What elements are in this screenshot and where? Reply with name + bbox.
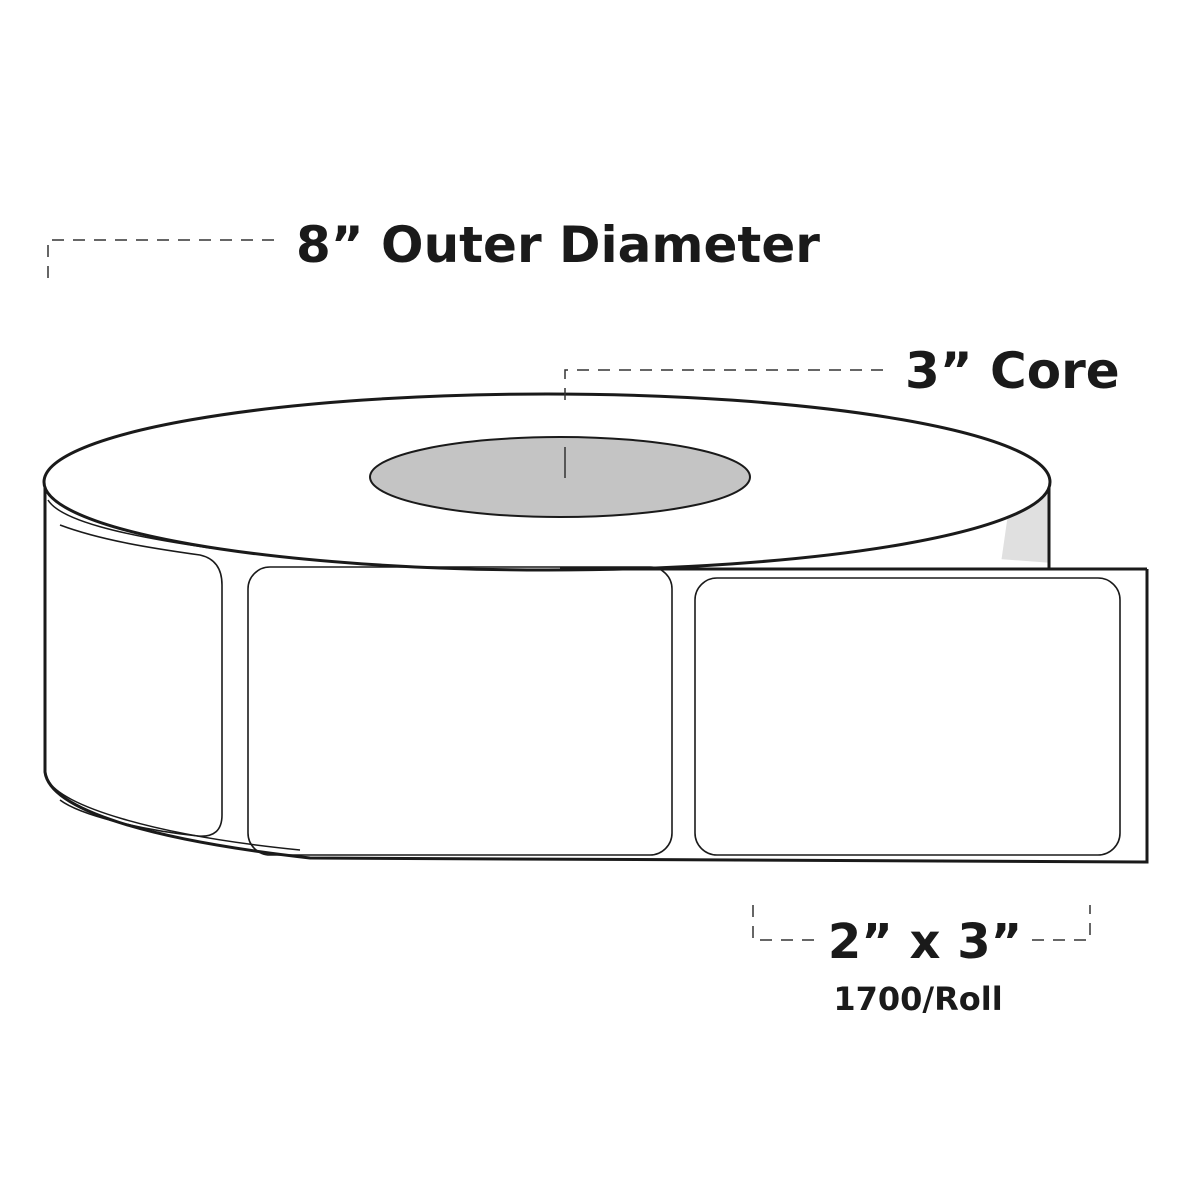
label-middle [247, 566, 673, 856]
outer-diameter-leader [47, 239, 282, 278]
core-leader [564, 369, 892, 400]
label-size: 2” x 3” [828, 914, 1022, 970]
size-bracket-left [752, 905, 822, 941]
size-bracket-right [1032, 905, 1091, 941]
outer-diameter-label: 8” Outer Diameter [296, 216, 820, 274]
quantity-per-roll: 1700/Roll [833, 980, 1002, 1018]
label-curved [59, 524, 223, 837]
roll-inner-bottom-edge [47, 779, 301, 851]
roll-core [369, 436, 751, 518]
core-label: 3” Core [905, 342, 1120, 400]
label-right [694, 577, 1121, 856]
